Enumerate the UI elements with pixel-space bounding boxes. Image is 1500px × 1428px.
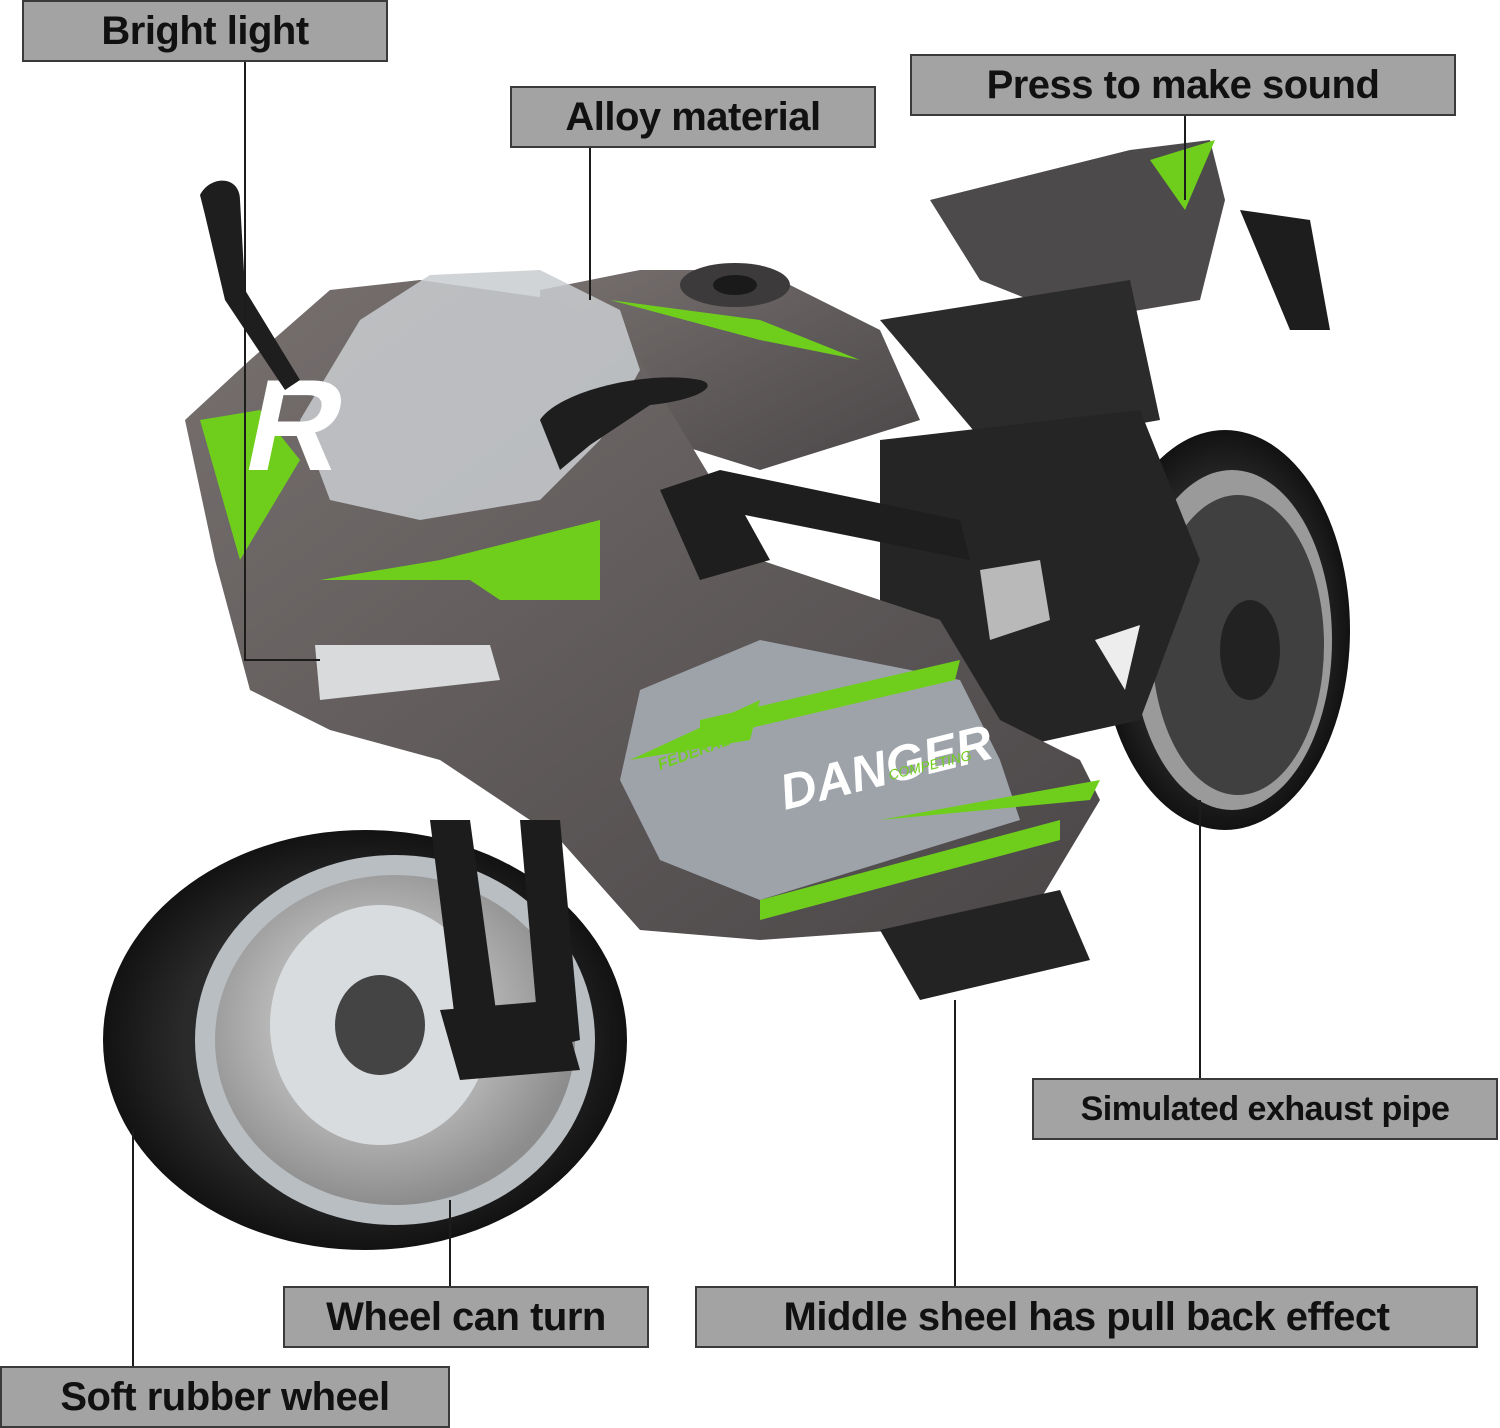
press-sound-label: Press to make sound xyxy=(910,54,1456,116)
front-fork xyxy=(430,820,580,1080)
seat-tail xyxy=(880,140,1330,450)
front-wheel xyxy=(103,830,627,1250)
green-stripes xyxy=(200,410,1100,920)
bright-light-label: Bright light xyxy=(22,0,388,62)
wheel-turn-label: Wheel can turn xyxy=(283,1286,649,1348)
alloy-material-label: Alloy material xyxy=(510,86,876,148)
soft-wheel-label: Soft rubber wheel xyxy=(0,1366,450,1428)
callout-lines xyxy=(132,62,1201,1366)
exhaust-pipe-label: Simulated exhaust pipe xyxy=(1032,1078,1498,1140)
side-panel xyxy=(620,640,1020,900)
headlight xyxy=(315,645,500,700)
middle-wheel-label: Middle sheel has pull back effect xyxy=(695,1286,1478,1348)
middle-wheel xyxy=(880,890,1090,1000)
mirrors-handlebars xyxy=(200,180,970,580)
